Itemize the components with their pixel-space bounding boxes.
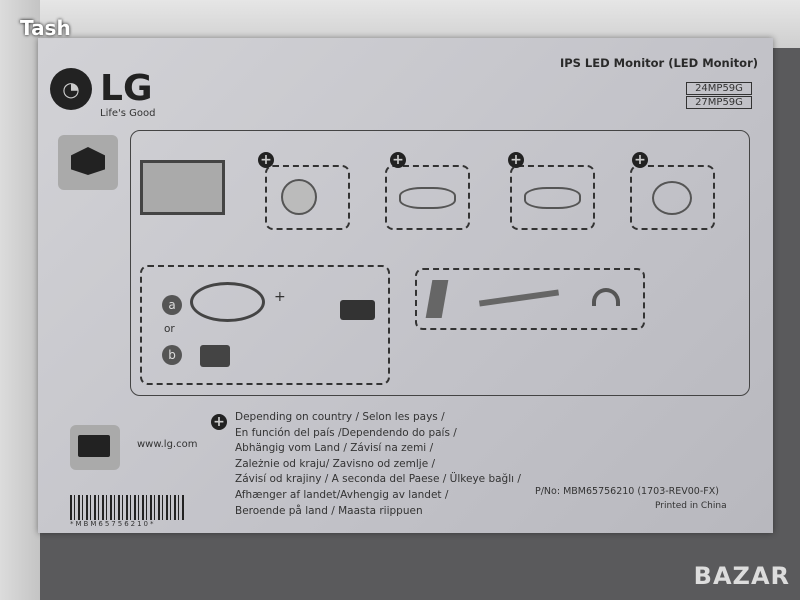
plus-icon: + <box>258 152 274 168</box>
product-title: IPS LED Monitor (LED Monitor) <box>559 56 758 70</box>
cable-box <box>385 165 470 230</box>
brand-logo-text: LG <box>100 68 153 109</box>
plus-sign: + <box>274 289 286 305</box>
power-cord-image <box>190 282 265 322</box>
manual-search-icon <box>70 425 120 470</box>
note-line: Abhängig vom Land / Závisí na zemi / <box>235 442 434 455</box>
plus-icon: + <box>390 152 406 168</box>
note-line: Závisí od krajiny / A seconda del Paese … <box>235 473 521 486</box>
note-line: En función del país /Dependendo do país … <box>235 426 457 439</box>
note-line: Depending on country / Selon les pays / <box>235 411 445 423</box>
leaflet <box>38 38 773 533</box>
barcode-text: *MBM65756210* <box>70 520 156 528</box>
background-left <box>0 0 40 600</box>
option-b-badge: b <box>162 345 182 365</box>
monitor-image <box>140 160 225 215</box>
option-a-badge: a <box>162 295 182 315</box>
lg-logo-icon: ◔ <box>50 68 92 110</box>
note-line: Afhænger af landet/Avhengig av landet / <box>235 488 449 501</box>
or-label: or <box>164 323 175 335</box>
hdmi-cable-box <box>510 165 595 230</box>
stand-box <box>415 268 645 330</box>
plus-icon: + <box>632 152 648 168</box>
model-label: 24MP59G <box>686 82 752 95</box>
brand-slogan: Life's Good <box>100 108 156 119</box>
country-note: Depending on country / Selon les pays / … <box>235 410 521 519</box>
site-watermark: BAZAR <box>693 562 790 590</box>
part-number: P/No: MBM65756210 (1703-REV00-FX) <box>535 486 719 497</box>
model-label: 27MP59G <box>686 96 752 109</box>
plus-icon: + <box>508 152 524 168</box>
power-box <box>140 265 390 385</box>
cd-box <box>265 165 350 230</box>
user-watermark: Tash <box>20 16 71 40</box>
box-contents-icon <box>58 135 118 190</box>
barcode <box>70 495 185 520</box>
adapter-image <box>340 300 375 320</box>
note-line: Beroende på land / Maasta riippuen <box>235 504 423 517</box>
plus-icon: + <box>211 414 227 430</box>
components-box <box>130 130 750 396</box>
wall-adapter-image <box>200 345 230 367</box>
printed-in: Printed in China <box>655 501 727 511</box>
audio-cable-box <box>630 165 715 230</box>
website-link[interactable]: www.lg.com <box>137 439 198 450</box>
note-line: Zależnie od kraju/ Zavisno od zemlje / <box>235 457 436 470</box>
